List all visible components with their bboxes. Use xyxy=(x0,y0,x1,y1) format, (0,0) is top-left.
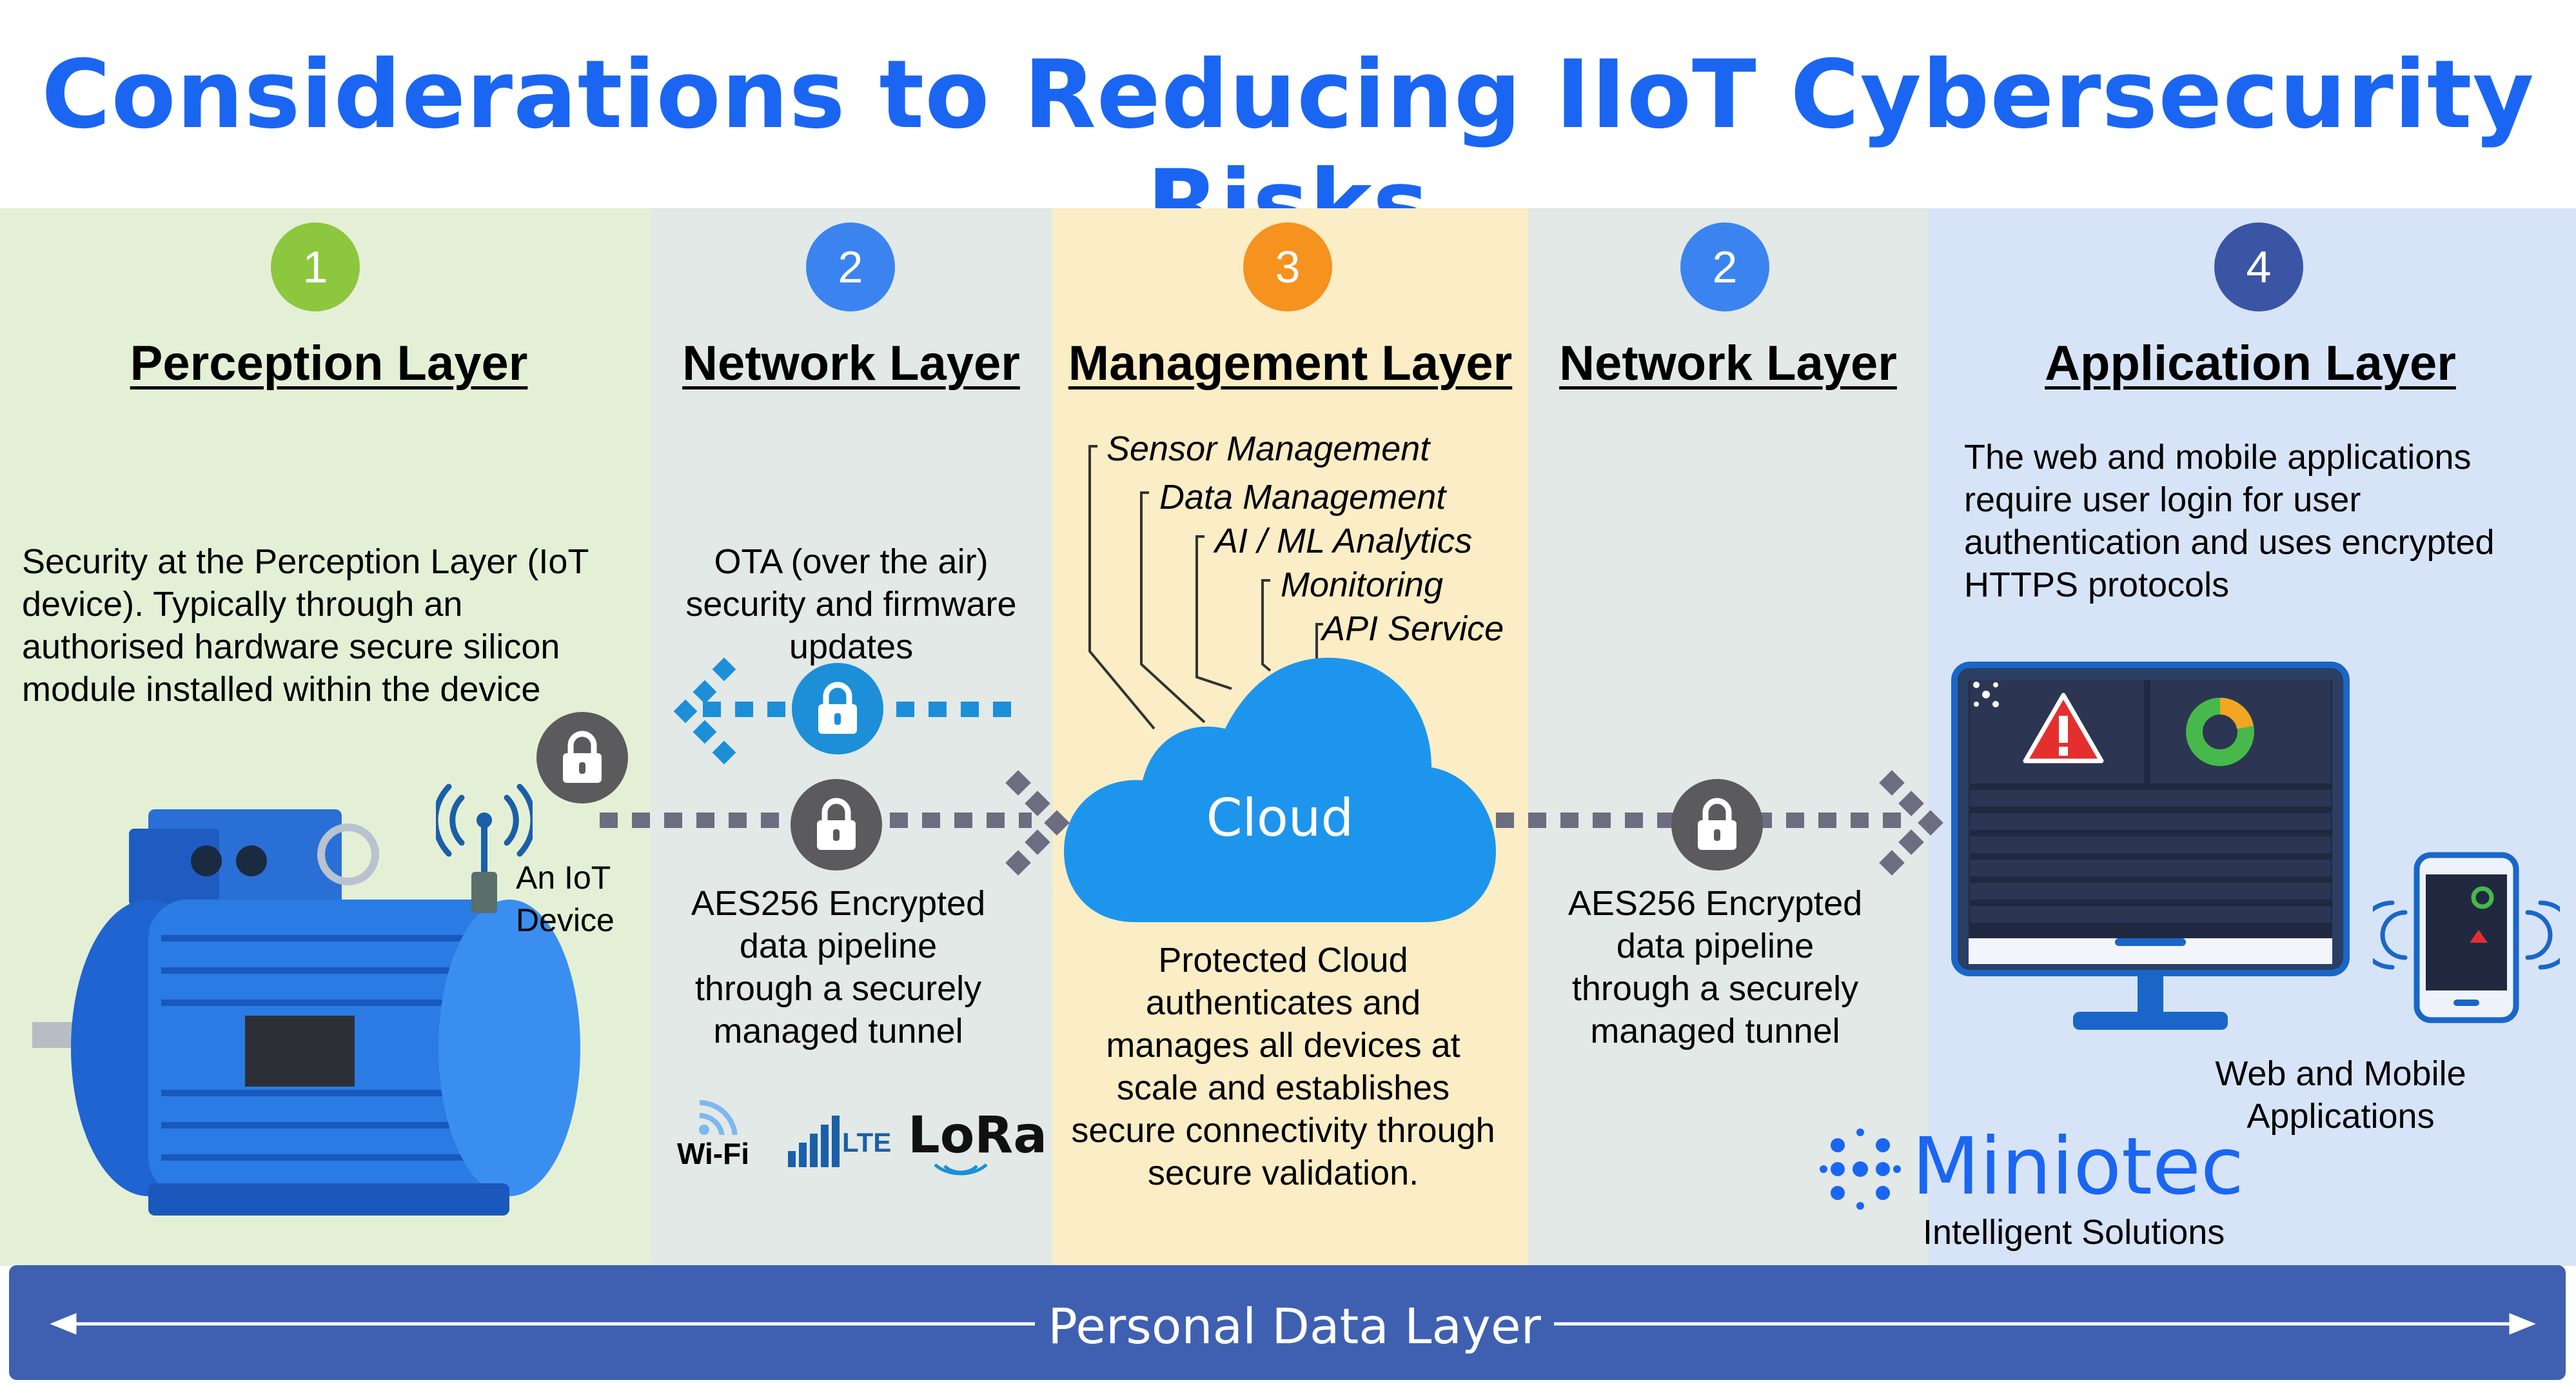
pipeline-text-left: AES256 Encrypted data pipeline through a… xyxy=(691,884,986,1050)
network-heading-left: Network Layer xyxy=(682,336,1020,391)
apps-caption: Web and Mobile Applications xyxy=(2215,1054,2466,1136)
lora-icon xyxy=(934,1163,988,1176)
lora-label: LoRa xyxy=(908,1107,1047,1165)
mgmt-item-monitoring: Monitoring xyxy=(1281,566,1444,604)
layer-2-badge-left: 2 xyxy=(806,222,895,311)
cloud-icon xyxy=(1064,658,1496,922)
lte-label: LTE xyxy=(842,1127,892,1158)
brand-tagline: Intelligent Solutions xyxy=(1923,1213,2225,1252)
cloud-label: Cloud xyxy=(1206,788,1354,848)
warning-icon xyxy=(2023,693,2104,763)
lock-icon xyxy=(1671,779,1763,871)
ota-text: OTA (over the air) security and firmware… xyxy=(685,542,1017,666)
application-text: The web and mobile applications require … xyxy=(1964,438,2495,604)
brand-name: Miniotec xyxy=(1912,1121,2244,1212)
layer-3-badge: 3 xyxy=(1243,222,1332,311)
smartphone-icon xyxy=(2373,852,2560,1023)
miniotec-logo-icon xyxy=(1973,682,1999,707)
layer-1-badge: 1 xyxy=(271,222,360,311)
lte-signal-icon xyxy=(788,1116,840,1167)
application-heading: Application Layer xyxy=(2045,336,2456,391)
device-label: An IoT Device xyxy=(516,860,615,938)
personal-data-layer-label: Personal Data Layer xyxy=(1048,1297,1541,1355)
pipeline-text-right: AES256 Encrypted data pipeline through a… xyxy=(1568,884,1863,1050)
perception-heading: Perception Layer xyxy=(130,336,528,391)
layer-4-badge: 4 xyxy=(2214,222,2303,311)
management-heading: Management Layer xyxy=(1068,336,1513,391)
lock-icon xyxy=(536,712,628,803)
mgmt-item-data: Data Management xyxy=(1159,478,1446,517)
wifi-label: Wi-Fi xyxy=(677,1137,749,1170)
motor-image xyxy=(32,809,580,1216)
layer-2-badge-right: 2 xyxy=(1680,222,1769,311)
page-title: Considerations to Reducing IIoT Cybersec… xyxy=(41,40,2535,259)
lock-icon xyxy=(791,779,882,871)
mgmt-item-sensor: Sensor Management xyxy=(1106,429,1430,468)
network-heading-right: Network Layer xyxy=(1559,336,1897,391)
network-band-right xyxy=(1528,208,1928,1266)
donut-chart-icon xyxy=(2186,698,2254,766)
miniotec-logo-icon xyxy=(1820,1128,1901,1210)
wifi-icon xyxy=(699,1100,738,1135)
mgmt-item-api: API Service xyxy=(1322,609,1504,648)
management-text: Protected Cloud authenticates and manage… xyxy=(1071,941,1495,1192)
perception-text: Security at the Perception Layer (IoT de… xyxy=(22,542,589,709)
lock-icon xyxy=(792,663,883,754)
mgmt-item-ai: AI / ML Analytics xyxy=(1215,522,1473,560)
antenna-icon xyxy=(436,783,533,913)
